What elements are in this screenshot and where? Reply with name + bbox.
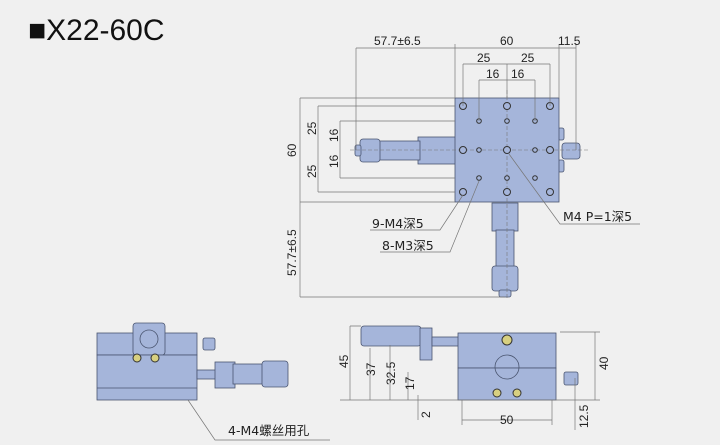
dim-h2: 2 — [419, 411, 433, 418]
bracket — [132, 322, 166, 356]
callout-m3-holes: 8-M3深5 — [382, 238, 434, 253]
page-title: ■X22-60C — [28, 14, 165, 47]
callout-center-hole: M4 P=1深5 — [563, 209, 632, 224]
dim-h40: 40 — [597, 356, 611, 370]
callout-m4-holes: 9-M4深5 — [372, 216, 424, 231]
micrometer — [360, 325, 422, 347]
dim-25-left: 25 — [477, 51, 491, 65]
micrometer-sleeve — [232, 363, 264, 385]
dim-height: 60 — [285, 143, 299, 157]
lower-carriage — [96, 354, 198, 401]
dim-v16-bottom: 16 — [327, 154, 341, 168]
micrometer-mount — [417, 136, 457, 165]
m3-holes — [476, 118, 538, 181]
y-micrometer-thimble — [491, 265, 519, 292]
micrometer-mount — [214, 361, 236, 389]
dim-travel-y: 57.7±6.5 — [285, 229, 299, 276]
dim-v25-bottom: 25 — [305, 164, 319, 178]
dim-h17: 17 — [403, 376, 417, 390]
y-micrometer-mount — [491, 202, 519, 232]
dim-h12-5: 12.5 — [577, 404, 591, 428]
dim-v25-top: 25 — [305, 121, 319, 135]
dim-16-right: 16 — [511, 67, 525, 81]
dim-h37: 37 — [364, 362, 378, 376]
dim-16-left: 16 — [486, 67, 500, 81]
knob — [563, 371, 579, 386]
dim-width: 60 — [500, 34, 514, 48]
micrometer-sleeve — [377, 140, 421, 161]
side-view-right: 45 37 32.5 17 2 50 12.5 40 — [337, 325, 611, 430]
knob — [561, 142, 581, 160]
dim-h45: 45 — [337, 354, 351, 368]
micrometer-thimble — [359, 138, 381, 163]
micrometer-tip — [354, 144, 362, 157]
top-view: 57.7±6.5 60 11.5 25 25 16 16 60 25 25 16… — [285, 34, 640, 300]
dim-h32-5: 32.5 — [384, 361, 398, 385]
lower-carriage — [457, 367, 557, 401]
y-micrometer-sleeve — [495, 229, 515, 269]
dim-25-right: 25 — [521, 51, 535, 65]
side-view-left: 4-M4螺丝用孔 — [96, 322, 330, 441]
dim-w50: 50 — [500, 413, 514, 427]
y-micrometer-tip — [498, 289, 512, 298]
dim-travel-x: 57.7±6.5 — [374, 34, 421, 48]
micrometer-thimble — [261, 360, 289, 388]
knob — [202, 337, 216, 351]
micrometer-mount — [419, 327, 433, 361]
callout-mount-holes: 4-M4螺丝用孔 — [228, 423, 310, 438]
rod — [431, 336, 463, 347]
dim-knob: 11.5 — [558, 34, 581, 48]
dim-v16-top: 16 — [327, 128, 341, 142]
